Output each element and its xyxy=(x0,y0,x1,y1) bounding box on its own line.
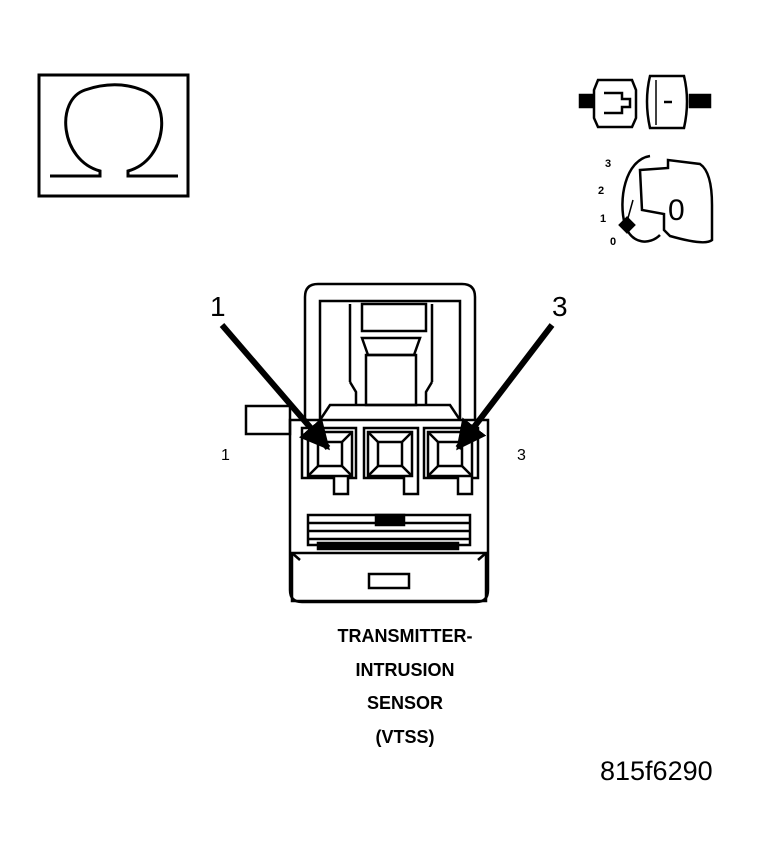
connector-title-line-2: INTRUSION xyxy=(355,660,455,680)
pin-label-3: 3 xyxy=(517,447,526,464)
callout-arrow-3 xyxy=(455,323,555,451)
connector-title-line-1: TRANSMITTER- xyxy=(337,626,473,646)
connector-title-line-3: SENSOR xyxy=(366,693,444,713)
ignition-position-1: 1 xyxy=(600,213,606,225)
callout-label-1: 1 xyxy=(210,291,226,322)
ignition-position-3: 3 xyxy=(605,158,611,170)
ignition-key-label: 0 xyxy=(668,194,685,227)
connector-title-line-4: (VTSS) xyxy=(375,727,435,747)
vtss-connector xyxy=(244,282,490,604)
cavity-3 xyxy=(422,426,480,496)
ignition-position-0: 0 xyxy=(610,236,616,248)
ignition-key-icon xyxy=(618,154,714,244)
cavity-1 xyxy=(300,426,358,496)
connector-disconnect-icon xyxy=(578,74,712,130)
ohmmeter-icon xyxy=(37,73,190,198)
callout-label-3: 3 xyxy=(552,291,568,322)
ignition-position-2: 2 xyxy=(598,185,604,197)
figure-id: 815f6290 xyxy=(600,756,713,786)
cavity-2 xyxy=(362,426,420,496)
callout-arrow-1 xyxy=(219,323,331,451)
pin-label-1: 1 xyxy=(221,447,230,464)
